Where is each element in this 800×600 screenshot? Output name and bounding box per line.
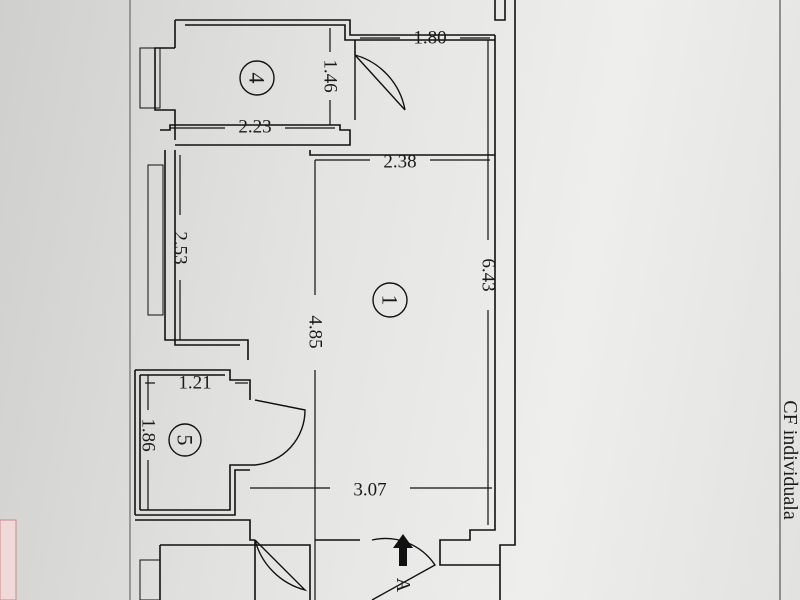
room-1-circle	[372, 282, 408, 318]
dim-4-85: 4.85	[305, 315, 326, 348]
door-room-5-lower	[254, 539, 308, 592]
dim-2-23: 2.23	[238, 117, 271, 138]
dim-2-38: 2.38	[383, 152, 416, 173]
dim-1-21: 1.21	[178, 373, 211, 394]
room-1-number: 1	[378, 295, 403, 306]
dim-2-53: 2.53	[170, 231, 191, 264]
room-5-number: 5	[173, 435, 198, 446]
dim-1-86: 1.86	[138, 418, 159, 451]
dim-3-07: 3.07	[353, 480, 386, 501]
door-room-5	[254, 399, 306, 466]
entrance-label: A	[392, 578, 414, 593]
dimension-lines	[145, 28, 492, 600]
entrance-arrow-icon	[393, 534, 413, 566]
door-room-4	[354, 54, 406, 111]
room-4-circle	[239, 60, 275, 96]
dim-1-80: 1.80	[413, 28, 446, 49]
door-swings	[254, 54, 437, 600]
room-markers	[168, 60, 408, 457]
dim-1-46: 1.46	[320, 59, 341, 92]
title-block-text: CF individuala	[779, 400, 800, 520]
walls	[134, 0, 516, 600]
dim-6-43: 6.43	[478, 258, 499, 291]
stamp-fragment	[0, 519, 17, 600]
room-5-circle	[168, 423, 202, 457]
room-4-number: 4	[245, 73, 270, 84]
